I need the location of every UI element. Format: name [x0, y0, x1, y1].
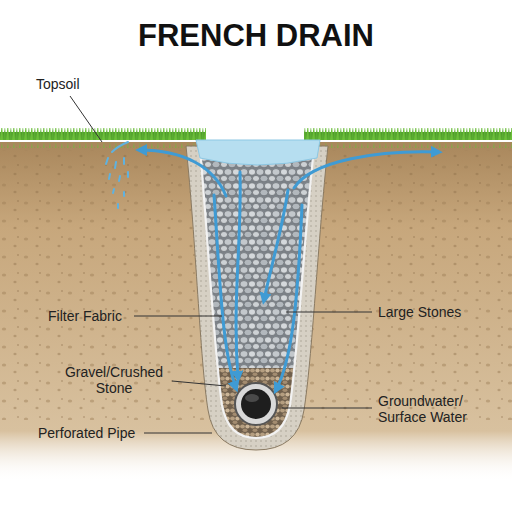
part-label: Groundwater/ Surface Water [378, 393, 490, 425]
diagram-title: FRENCH DRAIN [0, 18, 512, 54]
pipe-highlight [245, 394, 259, 402]
pipe-bore [241, 389, 271, 419]
large-stones [200, 148, 314, 438]
filter-fabric-line [200, 148, 314, 438]
part-label: Topsoil [36, 76, 80, 92]
soil [0, 142, 512, 482]
part-label: Perforated Pipe [38, 425, 135, 441]
surface-water [196, 140, 320, 165]
grass [0, 128, 206, 148]
part-label: Filter Fabric [48, 308, 122, 324]
trench-fabric [186, 146, 328, 450]
part-label: Large Stones [378, 304, 461, 320]
water-drips [106, 142, 128, 208]
water-flow [140, 150, 438, 390]
perforated-pipe [235, 383, 277, 425]
part-label: Gravel/Crushed Stone [58, 364, 170, 396]
grass [304, 128, 512, 148]
